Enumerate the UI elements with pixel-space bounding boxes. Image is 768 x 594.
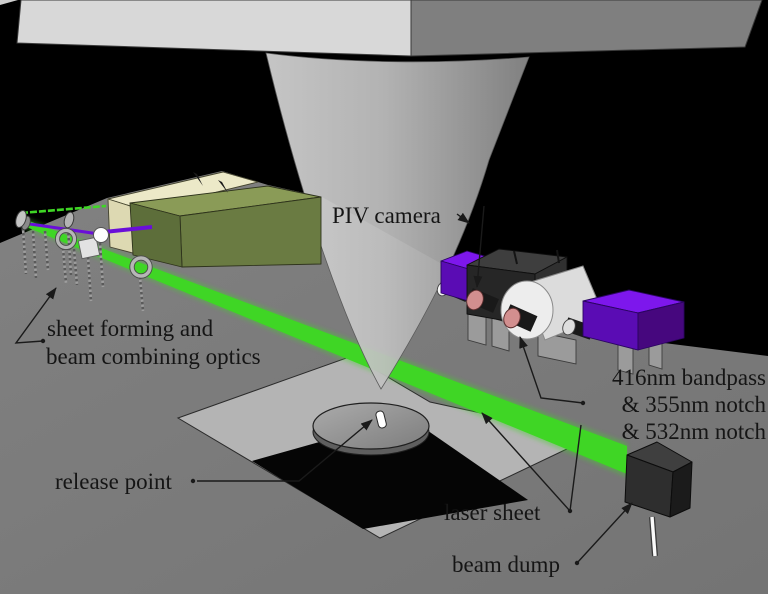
combining-prism — [77, 236, 101, 260]
beam-dump-assembly — [624, 441, 693, 557]
piv-camera-view-cone — [265, 52, 530, 390]
annotations — [14, 205, 633, 564]
label-laser-sheet: laser sheet — [444, 500, 541, 525]
laser-sheet-arrow — [481, 412, 571, 512]
label-piv-camera: PIV camera — [332, 203, 441, 228]
black-test-area — [252, 417, 528, 529]
sheet-forming-optics — [15, 210, 153, 279]
laser-sheet-beam — [24, 217, 627, 477]
text-labels: PIV camera sheet forming and beam combin… — [46, 203, 766, 577]
label-optics-line2: beam combining optics — [46, 344, 261, 369]
ceiling-panel-right — [410, 0, 763, 57]
ceiling-structure — [0, 0, 763, 57]
bandpass-filter-1 — [466, 289, 484, 311]
lens-tip-white-right — [562, 318, 576, 336]
optics-posts — [21, 227, 145, 312]
label-filters-line2: & 355nm notch — [622, 392, 767, 417]
combiner-sphere — [93, 227, 109, 243]
beam-dump-arrow — [576, 502, 633, 564]
release-point-arrow — [197, 419, 373, 482]
lens-ring-1 — [55, 228, 77, 250]
release-point-marker — [375, 410, 387, 429]
label-release-point: release point — [55, 469, 172, 494]
housing-marks — [193, 172, 228, 193]
camera-purple-right — [562, 289, 685, 351]
optics-label-arrow — [14, 287, 57, 344]
release-pedestal — [312, 402, 430, 456]
filter-arrow-2 — [473, 205, 485, 288]
lens-ring-2 — [130, 256, 152, 278]
piv-camera-arrow — [456, 212, 470, 224]
label-optics-line1: sheet forming and — [47, 316, 214, 341]
laser-housing-olive — [129, 185, 322, 268]
filter-label-arrow — [519, 336, 584, 404]
mirror-2 — [63, 211, 75, 229]
bandpass-filter-2 — [503, 307, 521, 329]
label-filters-line3: & 532nm notch — [622, 419, 767, 444]
laser-sheet-line-2 — [569, 424, 582, 512]
annotation-dots — [40, 338, 586, 566]
label-beam-dump: beam dump — [452, 552, 560, 577]
ceiling-sliver — [0, 0, 18, 5]
label-filters-line1: 416nm bandpass — [612, 365, 766, 390]
